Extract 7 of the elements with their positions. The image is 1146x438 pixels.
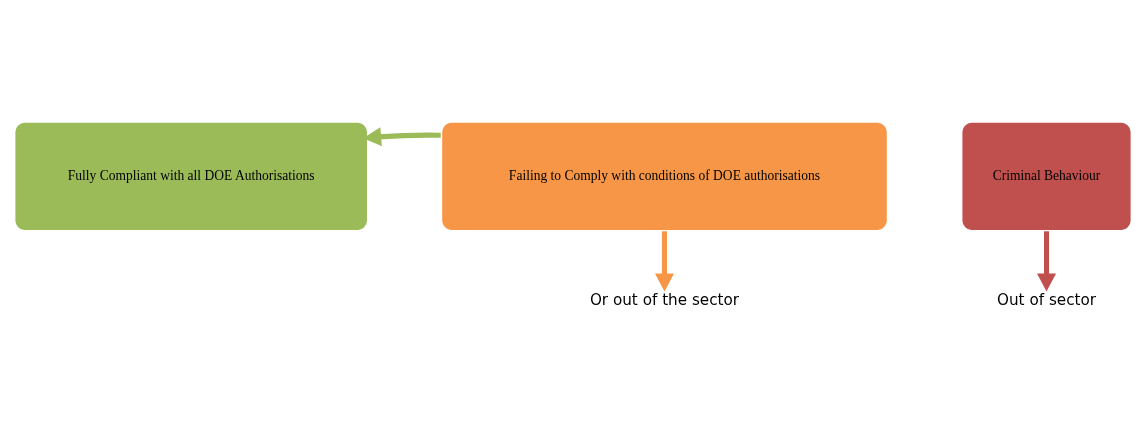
node-box: Criminal Behaviour [959, 120, 1134, 233]
arrow [1037, 231, 1057, 292]
arrow [654, 231, 674, 292]
node-box: Failing to Comply with conditions of DOE authorisations [439, 120, 890, 233]
node-box: Fully Compliant with all DOE Authorisations [12, 120, 370, 233]
node-text: Out of sector [997, 291, 1097, 310]
node-text: Or out of the sector [589, 291, 740, 310]
